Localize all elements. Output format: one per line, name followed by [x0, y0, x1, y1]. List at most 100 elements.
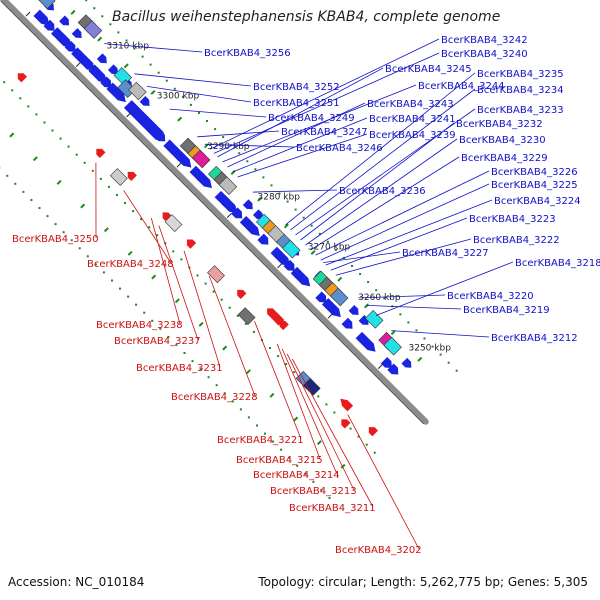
forward-gene-label: BcerKBAB4_3247: [281, 127, 368, 138]
forward-gene-leader: [358, 294, 446, 299]
scale-tick: [327, 313, 333, 319]
scale-tick: [176, 162, 182, 168]
reverse-feature-box: [109, 168, 128, 186]
orf-tick-forward-outer: [367, 281, 370, 284]
reverse-gene-arrow: [237, 289, 247, 300]
forward-gene-arrow: [43, 19, 55, 31]
forward-gene-label: BcerKBAB4_3220: [447, 291, 534, 302]
orf-dash: [174, 298, 180, 304]
orf-tick-reverse-far: [78, 247, 81, 250]
orf-tick-reverse-outer: [333, 411, 336, 414]
forward-gene-arrow: [59, 15, 70, 26]
orf-tick-reverse-far: [272, 440, 275, 443]
orf-tick-reverse-outer: [252, 330, 255, 333]
orf-dash: [245, 369, 251, 375]
forward-gene-long: [123, 100, 165, 141]
forward-gene-leader: [310, 156, 460, 251]
forward-gene-leader: [330, 217, 468, 271]
forward-gene-label: BcerKBAB4_3225: [491, 180, 578, 191]
orf-dash: [222, 345, 228, 351]
forward-gene-arrow: [315, 291, 327, 303]
orf-tick-forward-outer: [238, 152, 241, 155]
reverse-gene-leader: [208, 275, 256, 397]
orf-tick-reverse-outer: [124, 202, 126, 204]
reverse-gene-label: BcerKBAB4_3215: [236, 455, 323, 466]
orf-tick-forward-outer: [222, 136, 225, 139]
orf-tick-reverse-outer: [35, 113, 38, 116]
forward-gene-arrow: [109, 86, 126, 103]
orf-tick-forward-outer: [326, 240, 329, 243]
orf-tick-reverse-far: [135, 303, 138, 306]
orf-tick-forward-outer: [447, 361, 450, 364]
forward-gene-arrow: [294, 270, 311, 287]
orf-dash: [150, 89, 156, 95]
orf-dash: [337, 276, 343, 282]
orf-tick-reverse-far: [70, 239, 73, 242]
orf-dash: [177, 116, 183, 122]
orf-tick-reverse-outer: [99, 177, 102, 180]
forward-gene-label: BcerKBAB4_3239: [369, 130, 456, 141]
orf-dash: [340, 463, 346, 469]
reverse-gene-leader: [150, 217, 181, 325]
reverse-gene-arrow: [17, 73, 28, 83]
orf-tick-reverse-far: [288, 456, 291, 459]
reverse-gene-leader: [123, 190, 172, 264]
forward-gene-label: BcerKBAB4_3226: [491, 167, 578, 178]
orf-dash: [103, 227, 109, 233]
orf-tick-forward-outer: [125, 39, 128, 42]
feature-box: [83, 20, 103, 39]
orf-tick-reverse-outer: [220, 298, 223, 301]
orf-tick-reverse-outer: [148, 226, 151, 229]
orf-tick-reverse-far: [46, 215, 49, 218]
forward-gene-leader: [305, 138, 458, 246]
scale-tick-label: 3300 kbp: [157, 92, 200, 102]
accession-text: Accession: NC_010184: [8, 575, 145, 589]
orf-dash: [283, 223, 289, 229]
forward-gene-label: BcerKBAB4_3232: [456, 119, 543, 130]
orf-tick-forward-outer: [214, 128, 217, 131]
forward-gene-arrow: [341, 317, 353, 329]
forward-gene-leader: [169, 108, 267, 118]
feature-box: [282, 239, 301, 259]
forward-gene-arrow: [90, 67, 107, 83]
reverse-gene-leader: [254, 321, 302, 440]
orf-tick-reverse-outer: [325, 403, 328, 406]
orf-tick-reverse-far: [191, 360, 194, 363]
orf-tick-reverse-outer: [172, 250, 175, 253]
genome-backbone: [0, 0, 429, 425]
forward-gene-label: BcerKBAB4_3245: [385, 64, 472, 75]
forward-gene-leader: [365, 305, 462, 310]
orf-tick-reverse-outer: [156, 234, 159, 237]
reverse-gene-leader: [286, 353, 355, 491]
reverse-gene-arrow: [340, 398, 354, 412]
orf-tick-forward-outer: [246, 160, 249, 163]
orf-tick-forward-outer: [334, 248, 337, 251]
forward-gene-arrow: [221, 197, 238, 214]
forward-gene-arrow: [401, 357, 412, 368]
orf-tick-reverse-far: [296, 464, 299, 467]
orf-tick-reverse-far: [54, 223, 57, 226]
reverse-gene-arrow: [368, 427, 379, 437]
forward-gene-label: BcerKBAB4_3235: [477, 69, 564, 80]
orf-tick-reverse-far: [38, 207, 41, 209]
feature-box: [191, 149, 211, 169]
orf-tick-reverse-outer: [91, 169, 94, 172]
orf-dash: [56, 179, 62, 185]
forward-gene-arrow: [139, 96, 150, 106]
reverse-gene-label: BcerKBAB4_3238: [96, 320, 183, 331]
forward-gene-arrow: [100, 76, 112, 88]
scale-tick: [377, 364, 383, 369]
orf-tick-reverse-far: [207, 376, 210, 379]
reverse-feature-box: [237, 307, 256, 326]
scale-tick: [126, 112, 132, 118]
orf-tick-reverse-far: [143, 311, 146, 314]
orf-tick-forward-outer: [109, 23, 112, 26]
feature-box: [329, 287, 349, 307]
reverse-gene-arrow: [162, 212, 172, 222]
reverse-gene-leader: [158, 225, 199, 341]
forward-gene-leader: [209, 38, 440, 150]
forward-gene-arrow: [231, 207, 243, 219]
orf-tick-reverse-far: [320, 488, 323, 491]
reverse-gene-label: BcerKBAB4_3211: [289, 503, 376, 514]
scale-tick-label: 3310 kbp: [107, 41, 150, 51]
